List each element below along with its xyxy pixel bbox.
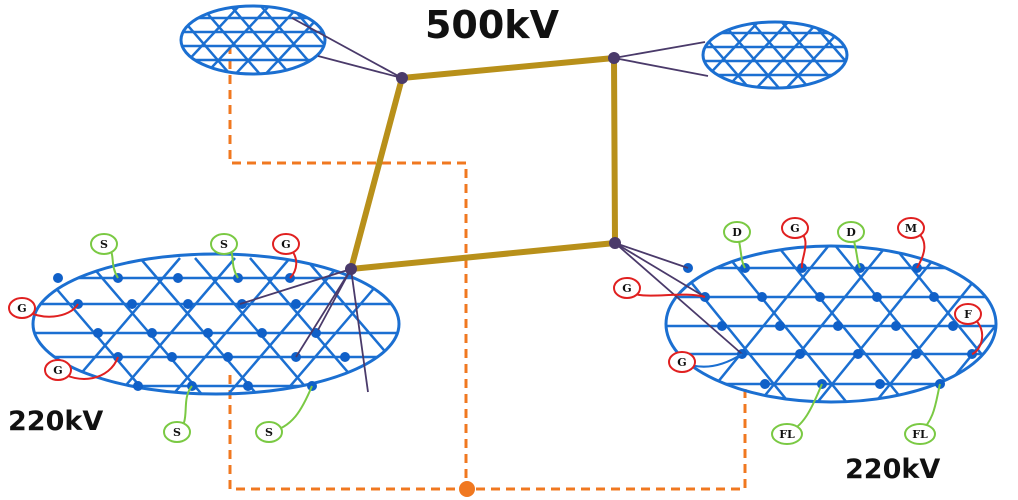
d-node-badge: D	[837, 221, 865, 243]
fl-node-label: FL	[779, 428, 795, 441]
g-node-badge: G	[668, 351, 696, 373]
g-node-label: G	[790, 222, 799, 235]
d-node-label: D	[846, 226, 856, 239]
s-node-badge: S	[255, 421, 283, 443]
subnet-top-left	[179, 4, 327, 76]
m-node-badge: M	[897, 217, 925, 239]
s-node-label: S	[220, 238, 228, 251]
subnet-top-right	[701, 20, 849, 90]
junction-node	[459, 481, 475, 497]
s-node-badge: S	[163, 421, 191, 443]
d-node-badge: D	[723, 221, 751, 243]
left-node-labels: S S G G G S S	[8, 233, 300, 443]
g-node-label: G	[677, 356, 686, 369]
s-node-badge: S	[210, 233, 238, 255]
fl-node-label: FL	[912, 428, 928, 441]
g-node-label: G	[622, 282, 631, 295]
connector-lines	[239, 17, 743, 393]
g-node-label: G	[281, 238, 290, 251]
g-node-badge: G	[781, 217, 809, 239]
label-220kv-left: 220kV	[8, 406, 103, 437]
g-node-label: G	[53, 364, 62, 377]
right-node-labels: D G D M G F G FL	[613, 217, 982, 445]
m-node-label: M	[905, 222, 917, 235]
backbone-nodes	[345, 52, 621, 275]
g-node-label: G	[17, 302, 26, 315]
dashed-link-group	[228, 45, 747, 491]
f-node-label: F	[964, 308, 972, 321]
s-node-label: S	[100, 238, 108, 251]
label-220kv-right: 220kV	[845, 454, 940, 485]
title-500kv: 500kV	[425, 3, 560, 47]
s-node-badge: S	[90, 233, 118, 255]
f-node-badge: F	[954, 303, 982, 325]
g-node-badge: G	[44, 359, 72, 381]
g-node-badge: G	[8, 297, 36, 319]
dashed-link-bottom	[228, 375, 747, 491]
g-node-badge: G	[272, 233, 300, 255]
g-node-badge: G	[613, 277, 641, 299]
fl-node-badge: FL	[904, 423, 936, 445]
dashed-link-top-left	[228, 45, 468, 489]
d-node-label: D	[732, 226, 742, 239]
s-node-label: S	[265, 426, 273, 439]
fl-node-badge: FL	[771, 423, 803, 445]
s-node-label: S	[173, 426, 181, 439]
